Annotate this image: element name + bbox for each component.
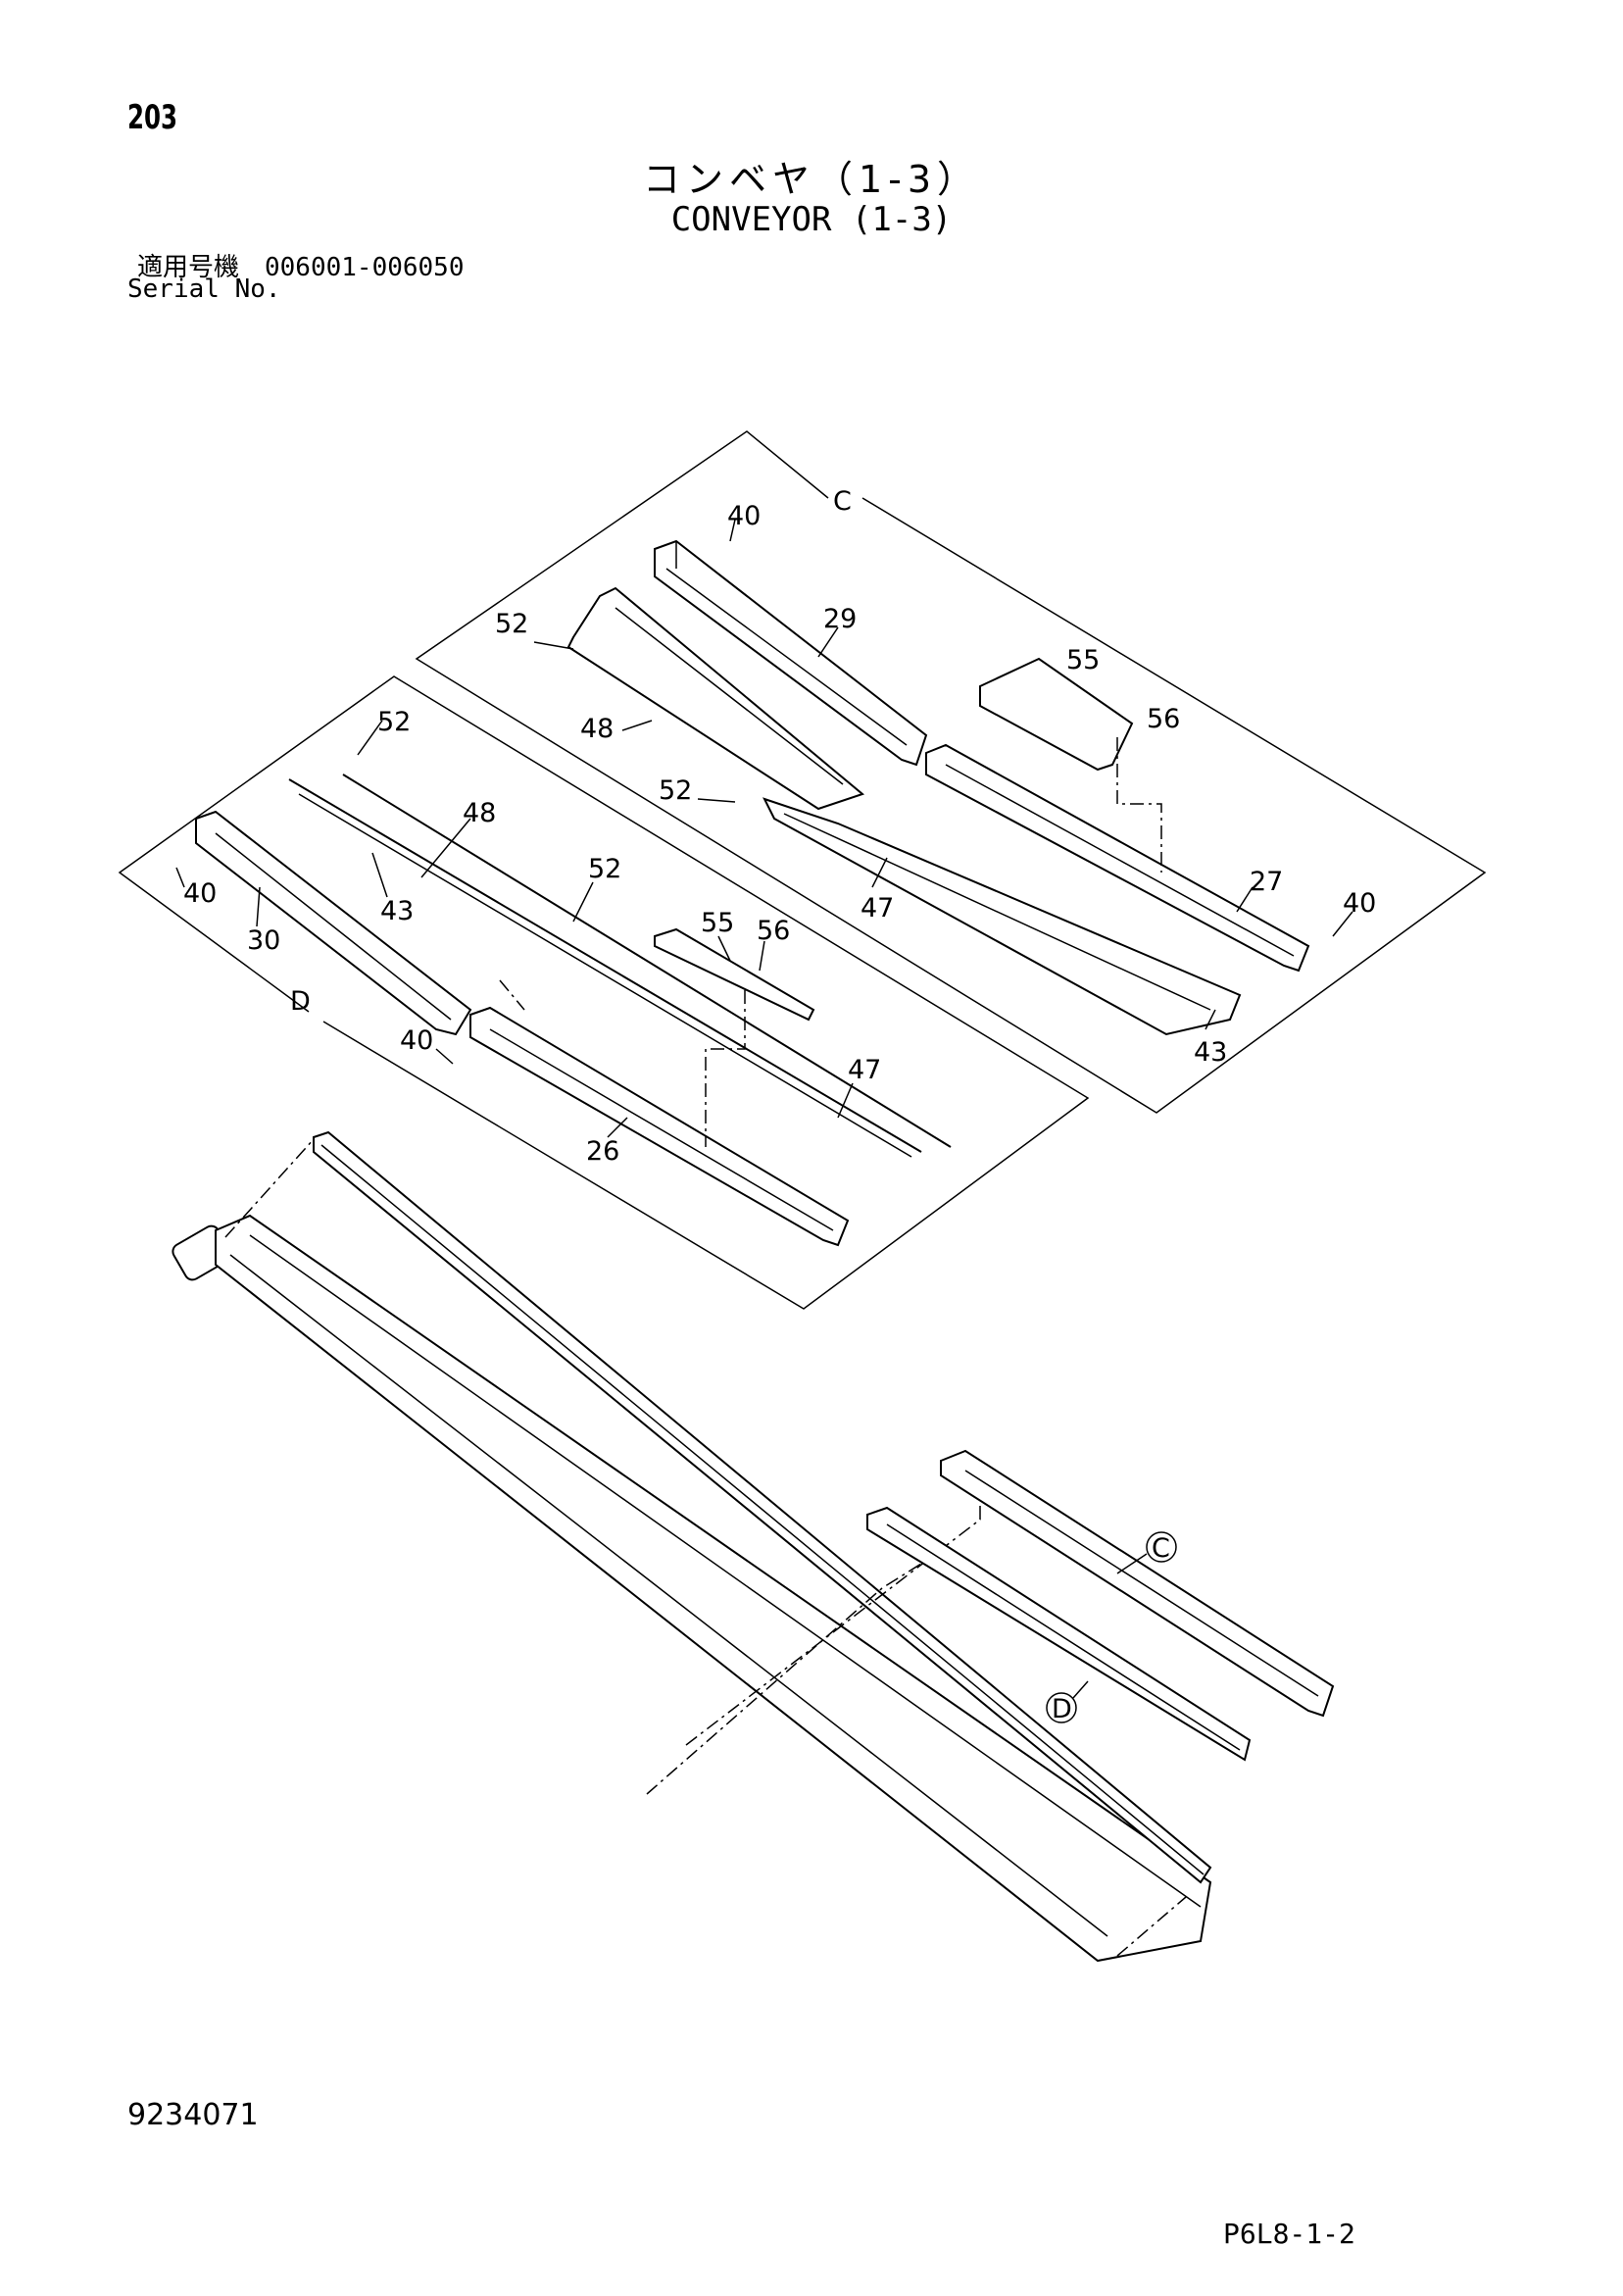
callout-c-40-top: 40 [727,501,761,531]
leader-c-52b [697,798,736,803]
callout-d-55: 55 [701,908,734,938]
part-26-channel [469,1006,850,1247]
ref-c-label: C [1152,1533,1170,1564]
callout-d-52-a: 52 [377,707,411,737]
part-27-channel [925,743,1310,973]
leader-motor [224,1138,315,1238]
part-48-line [615,607,844,785]
leader-c-52a [533,641,574,650]
part-47-channel-c [762,797,1242,1036]
leader-d-52 [499,979,525,1011]
callout-d-47: 47 [848,1055,881,1085]
leader-end [1116,1896,1187,1957]
part-30-channel [195,810,472,1036]
upper-frame-line [320,1144,1205,1875]
leader-c-40 [729,519,736,542]
ref-c-leader [1116,1553,1148,1574]
view-d-frame [118,675,1090,1310]
part-55-plate-c [979,657,1134,772]
leader-d-52b [572,881,594,923]
callout-c-43: 43 [1194,1037,1227,1068]
sub-d-line [886,1523,1241,1751]
lower-frame-line2 [229,1254,1108,1937]
callout-c-40-right: 40 [1343,888,1376,919]
callout-d-40-bottom: 40 [400,1025,433,1056]
ref-circle-d [1046,1692,1077,1723]
ref-circle-c [1146,1531,1177,1563]
leader-c-48 [621,720,653,731]
leader-c-55 [1116,737,1162,873]
callout-d-30: 30 [247,925,280,956]
leader-d-52a [357,720,383,756]
callout-d-48: 48 [463,798,496,828]
leader-to-d [646,1563,922,1795]
callout-c-29: 29 [823,604,857,634]
callout-c-55: 55 [1066,645,1100,675]
callout-c-48: 48 [580,714,614,744]
main-conveyor-assembly: C D [172,1130,1335,1963]
leader-d-55 [705,990,746,1147]
lower-side-frame [215,1214,1212,1963]
callout-d-56: 56 [757,916,790,946]
callout-c-52-a: 52 [495,609,528,639]
callout-c-56: 56 [1147,704,1180,734]
part-29-channel [654,539,928,767]
leader-c-43 [1205,1009,1216,1030]
callout-d-43: 43 [380,896,414,926]
view-d-label: D [290,986,311,1017]
part-30-line [215,832,452,1021]
document-number: 9234071 [127,2098,259,2132]
part-47-line [783,813,1211,1011]
view-d-group: D 52 48 40 43 30 52 55 56 40 [118,675,1090,1310]
callout-c-27: 27 [1250,867,1283,897]
leader-c-27 [1236,886,1254,913]
lower-frame-line [249,1234,1202,1908]
leader-d-56 [759,940,765,972]
serial-number-label: Serial No. [127,275,281,304]
part-55-plate-d [654,927,815,1022]
leader-d-48 [420,818,471,878]
page-reference: P6L8-1-2 [1223,2218,1355,2250]
leader-c-47 [871,857,888,888]
leader-d-40 [175,867,185,888]
view-c-label: C [833,486,852,517]
view-c-group: C 40 52 29 55 56 48 52 47 [415,430,1487,1114]
leader-d-26 [607,1117,628,1138]
callout-d-26: 26 [586,1136,619,1167]
part-43-rail-d [288,778,922,1153]
part-48-rail-d [342,774,952,1148]
leader-d-40b [435,1048,454,1065]
view-c-frame [415,430,1487,1114]
callout-d-40-left: 40 [183,878,217,909]
leader-c-40b [1332,911,1353,937]
ref-d-label: D [1052,1694,1072,1724]
leader-d-30 [256,886,261,927]
sub-c-line [964,1470,1319,1697]
part-29-line [665,568,908,746]
callout-d-52-b: 52 [588,854,621,884]
part-26-line [489,1028,834,1231]
leader-d-47 [837,1082,854,1119]
leader-c-29 [817,626,839,658]
part-43-rail-d-edge [298,793,912,1158]
part-27-line [945,764,1295,957]
leader-d-55l [717,935,731,962]
page-title-english: CONVEYOR (1-3) [670,200,953,239]
callout-c-52-b: 52 [659,775,692,806]
page-number: 203 [127,98,178,137]
page-title-japanese: コンベヤ（1-3） [642,158,981,201]
leader-d-43 [371,852,388,898]
serial-range-label: 適用号機 006001-006050 [137,253,465,282]
part-48-rail-c [566,586,865,811]
ref-d-leader [1072,1680,1089,1699]
callout-c-47: 47 [861,893,894,923]
